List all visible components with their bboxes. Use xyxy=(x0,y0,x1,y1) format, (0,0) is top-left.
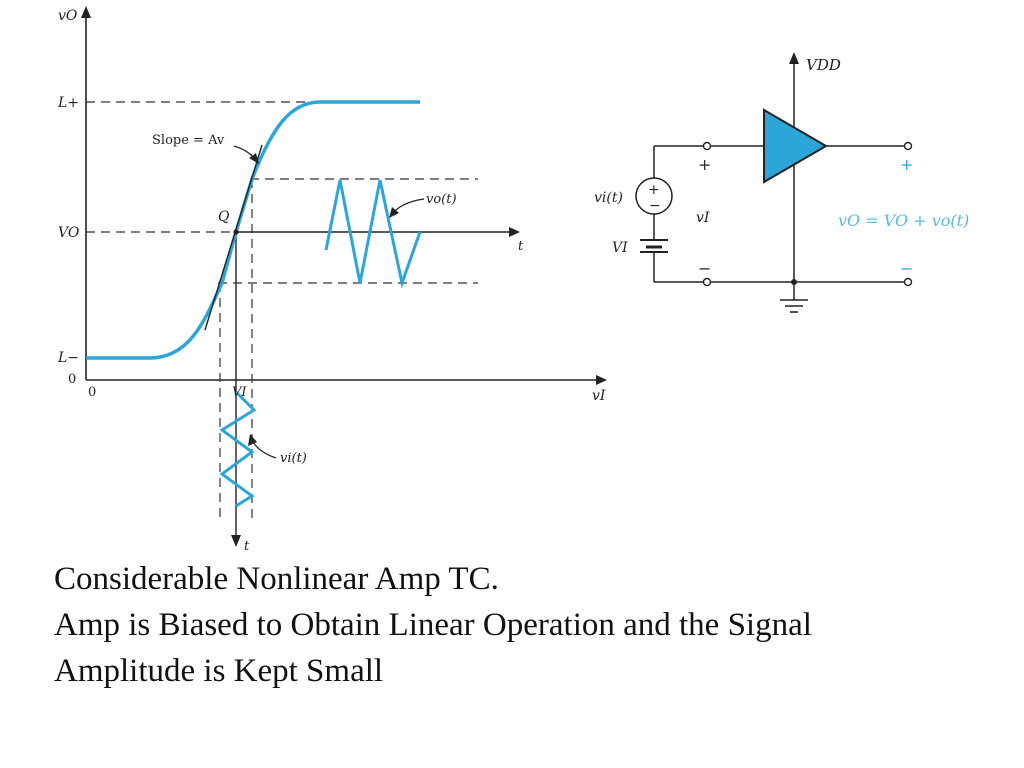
input-signal-waveform xyxy=(219,390,257,508)
output-time-label: t xyxy=(518,239,524,254)
input-minus-sign: − xyxy=(698,259,711,278)
output-terminal-bottom xyxy=(903,277,913,287)
amplifier-circuit: VDD + − vi(t) VI xyxy=(594,52,969,313)
input-time-label: t xyxy=(244,539,250,554)
origin-y-label: 0 xyxy=(68,372,76,387)
slope-label: Slope = Av xyxy=(152,133,225,148)
source-minus-sign: − xyxy=(649,198,661,214)
input-time-axis-arrow-icon xyxy=(231,535,241,547)
output-minus-sign: − xyxy=(900,259,913,278)
output-expression: vO = VO + vo(t) xyxy=(838,211,969,230)
caption-line-2: Amp is Biased to Obtain Linear Operation… xyxy=(54,607,812,643)
vo-axis-label: vO xyxy=(58,8,78,24)
slope-tangent-line xyxy=(204,144,263,331)
source-plus-sign: + xyxy=(648,182,660,198)
vi-axis-arrow-icon xyxy=(596,375,607,385)
output-plus-sign: + xyxy=(900,155,913,174)
output-time-axis-arrow-icon xyxy=(509,227,520,237)
output-signal-waveform xyxy=(324,179,422,289)
output-terminal-top xyxy=(903,141,913,151)
transfer-characteristic-plot: vO vI 0 0 L+ VO L− Slope = Av Q VI vo(t)… xyxy=(57,6,607,554)
input-plus-sign: + xyxy=(698,155,711,174)
caption-line-3: Amplitude is Kept Small xyxy=(54,653,384,689)
caption-line-1: Considerable Nonlinear Amp TC. xyxy=(54,561,499,597)
amplifier-figure: vO vI 0 0 L+ VO L− Slope = Av Q VI vo(t)… xyxy=(57,6,969,554)
slide-caption: Considerable Nonlinear Amp TC. Amp is Bi… xyxy=(54,556,1004,694)
vi-axis-label: vI xyxy=(592,388,606,404)
slope-pointer-arrow-icon xyxy=(249,153,259,164)
amplifier-triangle-icon xyxy=(763,108,828,184)
vo-level-label: VO xyxy=(58,225,80,241)
input-terminal-bottom xyxy=(702,277,712,287)
q-point-label: Q xyxy=(218,209,230,225)
origin-x-label: 0 xyxy=(88,385,96,400)
input-terminal-top xyxy=(702,141,712,151)
transfer-curve xyxy=(86,100,420,360)
l-plus-label: L+ xyxy=(57,95,79,111)
input-signal-label: vi(t) xyxy=(280,451,307,466)
bias-label: VI xyxy=(612,240,628,256)
vo-axis-arrow-icon xyxy=(81,6,91,18)
input-signal-pointer-arrow-icon xyxy=(248,434,257,446)
input-signal-pointer xyxy=(251,439,277,459)
input-node-label: vI xyxy=(696,210,710,226)
l-minus-label: L− xyxy=(57,350,79,366)
bias-input-label: VI xyxy=(232,385,247,400)
supply-arrow-icon xyxy=(789,52,799,64)
supply-label: VDD xyxy=(806,56,841,74)
source-label: vi(t) xyxy=(594,190,623,206)
q-point-marker xyxy=(233,229,239,235)
signal-source-icon xyxy=(635,177,673,215)
output-signal-pointer-arrow-icon xyxy=(389,207,399,218)
output-signal-label: vo(t) xyxy=(426,192,457,207)
